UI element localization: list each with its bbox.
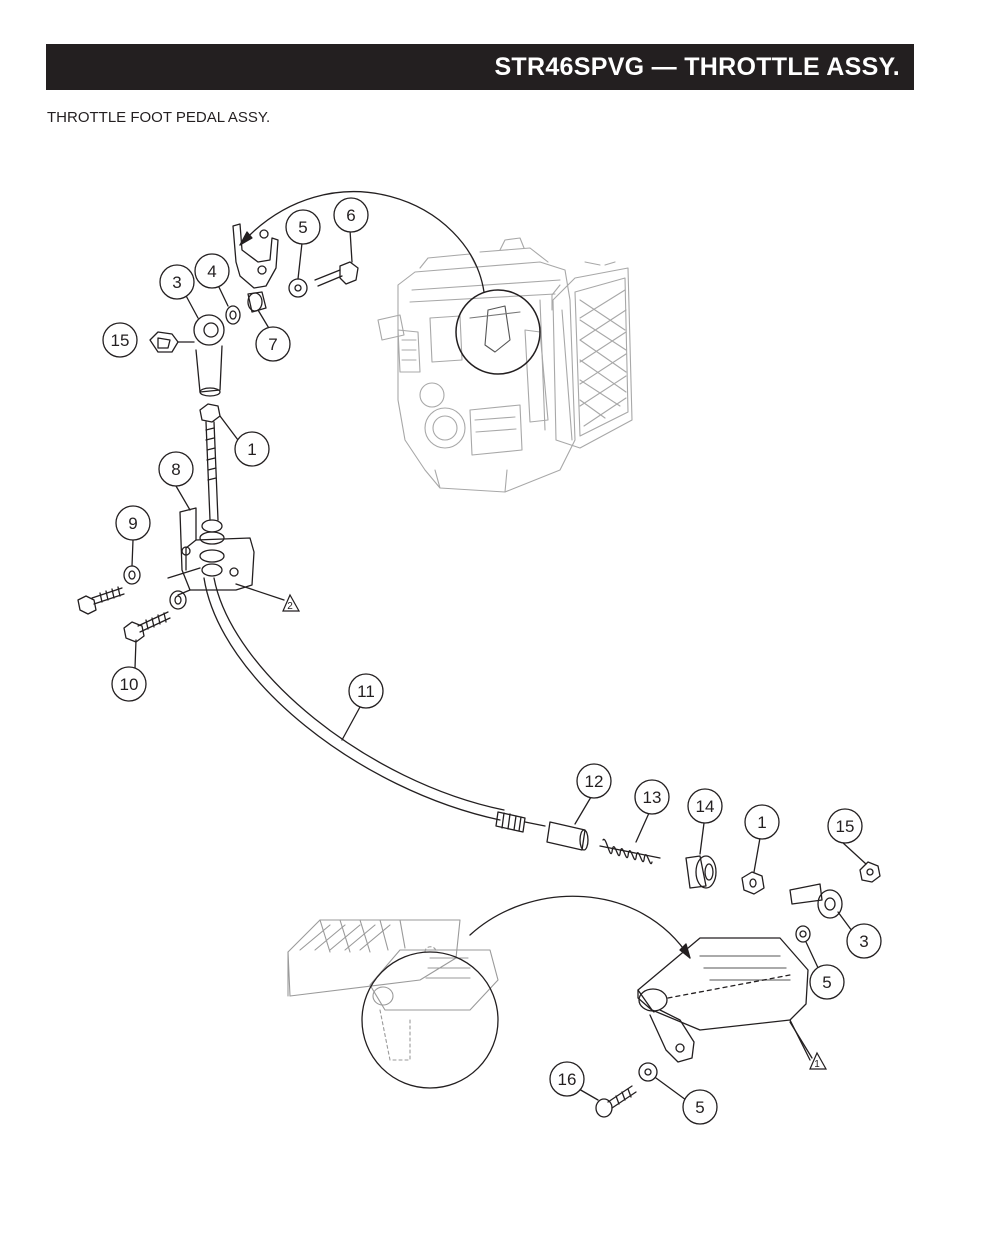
ball-joint-upper (193, 314, 225, 397)
ball-joint-lower (789, 883, 843, 919)
callout-6: 6 (333, 197, 369, 233)
bracket-8 (179, 507, 255, 591)
pedal-magnifier-circle (361, 951, 499, 1089)
leader-bracket-bolts (167, 567, 201, 596)
bolt-10 (123, 611, 171, 643)
svg-text:16: 16 (558, 1070, 577, 1089)
note-triangle-2: 2 (282, 593, 301, 612)
svg-text:1: 1 (247, 440, 256, 459)
svg-text:4: 4 (207, 262, 216, 281)
svg-text:10: 10 (120, 675, 139, 694)
svg-text:8: 8 (171, 460, 180, 479)
svg-text:7: 7 (268, 335, 277, 354)
engine-detail-arrow (239, 191, 485, 293)
leader-lines (131, 229, 867, 1101)
hex-nut-15-lower (859, 861, 881, 883)
callout-9: 9 (115, 505, 151, 541)
svg-text:5: 5 (695, 1098, 704, 1117)
spring-13 (599, 838, 661, 865)
svg-text:12: 12 (585, 772, 604, 791)
washer-5-middle (795, 925, 811, 943)
hex-nut-15-upper (149, 331, 179, 353)
bolt-upper-9 (77, 586, 125, 615)
callout-5-upper: 5 (285, 209, 321, 245)
washer-5-upper (288, 278, 308, 298)
callout-8: 8 (158, 451, 194, 487)
washer-5-lower (638, 1062, 658, 1082)
callout-15-upper: 15 (102, 322, 138, 358)
title-bar: STR46SPVG — THROTTLE ASSY. (46, 44, 914, 90)
svg-text:11: 11 (357, 682, 375, 701)
leader-note-1 (789, 1021, 813, 1059)
callout-10: 10 (111, 666, 147, 702)
svg-text:13: 13 (643, 788, 662, 807)
threaded-rod (205, 421, 219, 521)
bushing-14 (685, 855, 717, 889)
callout-5-lower: 5 (682, 1089, 718, 1125)
cable-end-ferrule (495, 811, 546, 833)
svg-text:1: 1 (814, 1059, 820, 1070)
svg-text:14: 14 (696, 797, 715, 816)
bolt-6 (314, 261, 359, 287)
foot-pedal (637, 937, 811, 1063)
callout-3-upper: 3 (159, 264, 195, 300)
callout-12: 12 (576, 763, 612, 799)
svg-text:5: 5 (822, 973, 831, 992)
svg-text:6: 6 (346, 206, 355, 225)
pedal-ghost-illustration (287, 919, 499, 1061)
callout-15-lower: 15 (827, 808, 863, 844)
page-title: STR46SPVG — THROTTLE ASSY. (494, 52, 900, 81)
callout-13: 13 (634, 779, 670, 815)
lock-washer-10 (169, 590, 187, 610)
svg-text:15: 15 (111, 331, 130, 350)
section-subtitle: THROTTLE FOOT PEDAL ASSY. (47, 109, 271, 126)
note-triangle-1: 1 (809, 1051, 828, 1070)
spacer-7 (247, 291, 267, 313)
callout-1-upper: 1 (234, 431, 270, 467)
jam-nut-1-lower (741, 871, 765, 895)
throttle-cable (203, 577, 505, 821)
lock-washer-9 (123, 565, 141, 585)
callout-1-lower: 1 (744, 804, 780, 840)
jam-nut-1-upper (199, 403, 221, 423)
engine-illustration (377, 237, 633, 493)
callout-14: 14 (687, 788, 723, 824)
screw-16 (595, 1085, 637, 1118)
callout-11: 11 (348, 673, 384, 709)
svg-text:2: 2 (287, 601, 293, 612)
throttle-lever (232, 223, 279, 289)
svg-text:9: 9 (128, 514, 137, 533)
callout-7: 7 (255, 326, 291, 362)
callout-4: 4 (194, 253, 230, 289)
svg-text:1: 1 (757, 813, 766, 832)
sleeve-12 (546, 821, 589, 851)
cable-fitting-nuts (199, 519, 225, 577)
pedal-detail-arrow (469, 895, 691, 959)
svg-text:3: 3 (859, 932, 868, 951)
svg-text:3: 3 (172, 273, 181, 292)
callout-3-lower: 3 (846, 923, 882, 959)
washer-4 (225, 305, 241, 325)
callout-5-middle: 5 (809, 964, 845, 1000)
callout-16: 16 (549, 1061, 585, 1097)
svg-text:5: 5 (298, 218, 307, 237)
svg-text:15: 15 (836, 817, 855, 836)
